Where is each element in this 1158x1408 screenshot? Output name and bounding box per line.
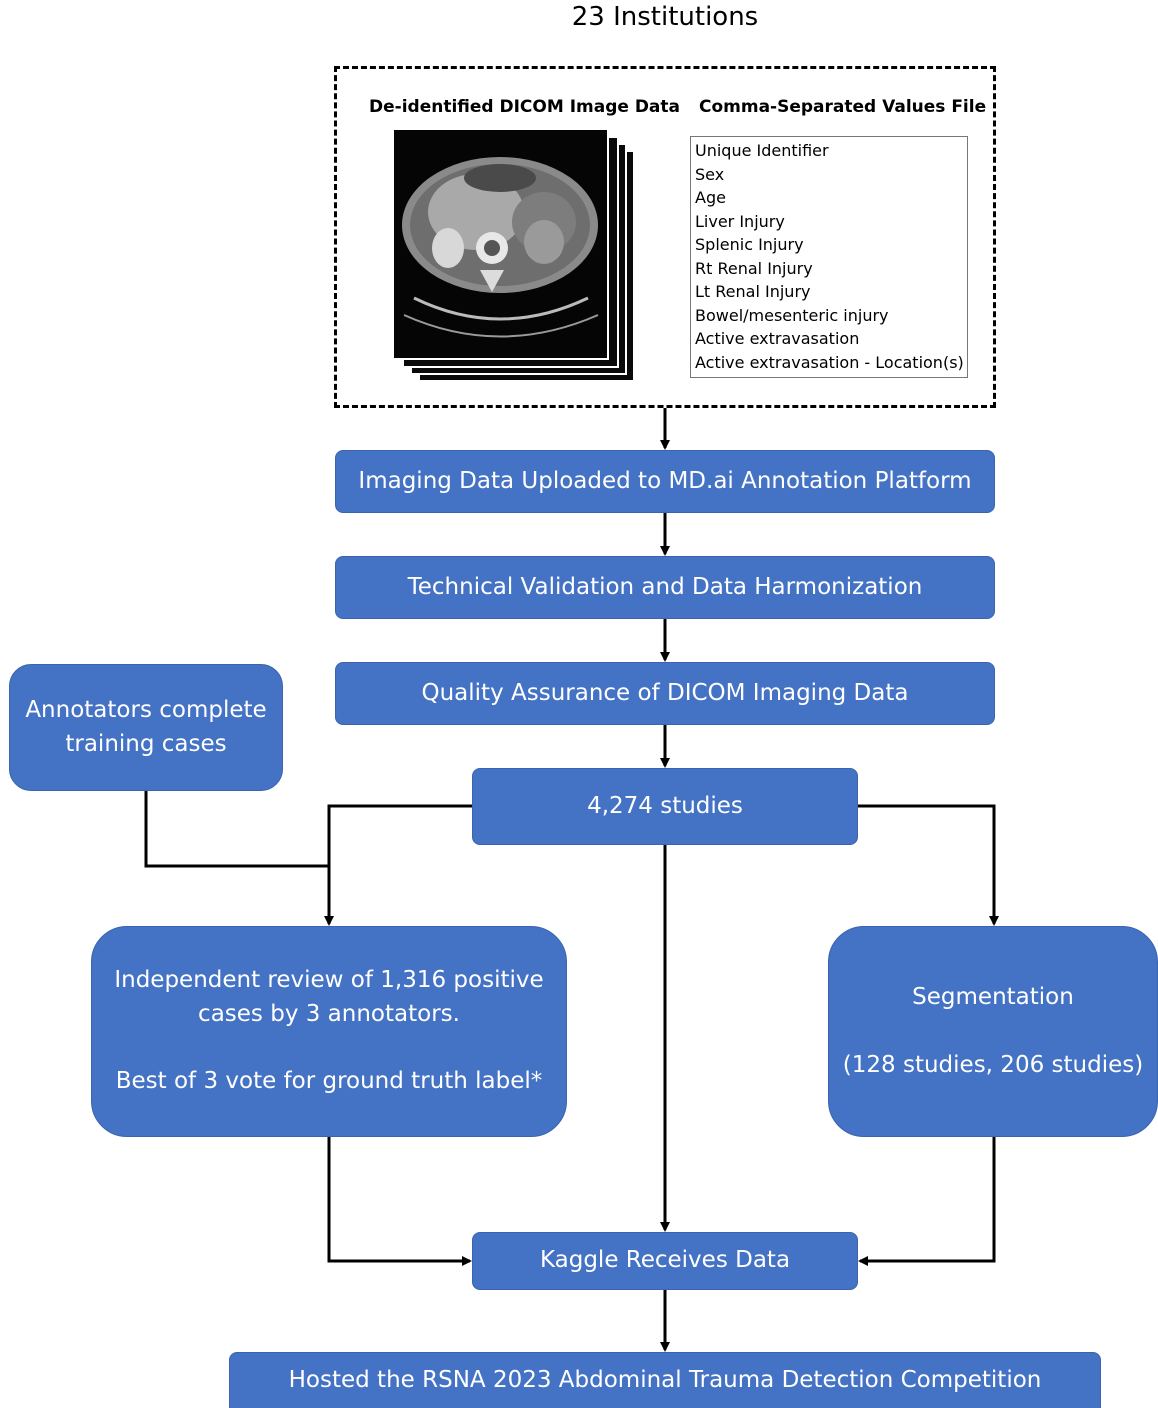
review-label-line: Best of 3 vote for ground truth label*: [115, 1068, 543, 1095]
ct-slice-front: [392, 128, 609, 360]
ct-scan-image: [394, 130, 607, 358]
hosted-label: Hosted the RSNA 2023 Abdominal Trauma De…: [288, 1366, 1042, 1393]
validation-step-box: Technical Validation and Data Harmonizat…: [335, 556, 995, 619]
kaggle-label: Kaggle Receives Data: [539, 1247, 791, 1274]
segmentation-label: Segmentation: [912, 984, 1074, 1011]
csv-field: Sex: [695, 164, 725, 184]
training-label-line: training cases: [65, 730, 227, 757]
review-box: Independent review of 1,316 positive cas…: [91, 926, 567, 1137]
kaggle-box: Kaggle Receives Data: [472, 1232, 858, 1290]
arrow-segmentation-to-kaggle: [858, 1137, 996, 1266]
segmentation-box: Segmentation (128 studies, 206 studies): [828, 926, 1158, 1137]
training-box: Annotators complete training cases: [9, 664, 283, 791]
csv-field: Bowel/mesenteric injury: [695, 305, 889, 325]
csv-field: Active extravasation: [695, 329, 860, 348]
arrow-studies-to-segmentation: [858, 804, 999, 926]
arrow-review-to-kaggle: [327, 1137, 472, 1266]
training-label-line: Annotators complete: [25, 697, 267, 724]
studies-box: 4,274 studies: [472, 768, 858, 845]
diagram-title: 23 Institutions: [571, 2, 759, 32]
hosted-box: Hosted the RSNA 2023 Abdominal Trauma De…: [229, 1352, 1101, 1408]
csv-field: Age: [695, 188, 726, 207]
qa-step-label: Quality Assurance of DICOM Imaging Data: [421, 679, 909, 706]
validation-step-label: Technical Validation and Data Harmonizat…: [407, 573, 923, 600]
review-label-line: Independent review of 1,316 positive: [114, 967, 544, 994]
upload-step-label: Imaging Data Uploaded to MD.ai Annotatio…: [358, 467, 972, 494]
dicom-header: De-identified DICOM Image Data: [369, 97, 681, 117]
csv-field: Active extravasation - Location(s): [695, 352, 964, 372]
qa-step-box: Quality Assurance of DICOM Imaging Data: [335, 662, 995, 725]
segmentation-counts: (128 studies, 206 studies): [842, 1051, 1144, 1078]
csv-field: Unique Identifier: [695, 141, 829, 160]
csv-field: Rt Renal Injury: [695, 258, 813, 278]
studies-label: 4,274 studies: [587, 792, 743, 819]
csv-header: Comma-Separated Values File: [699, 97, 987, 117]
csv-field: Splenic Injury: [695, 235, 804, 254]
upload-step-box: Imaging Data Uploaded to MD.ai Annotatio…: [335, 450, 995, 513]
review-label-line: cases by 3 annotators.: [198, 1000, 460, 1027]
arrow-studies-to-review: [324, 804, 472, 926]
csv-field: Lt Renal Injury: [695, 282, 811, 301]
line-training-to-review: [144, 791, 329, 868]
csv-field-list: Unique Identifier Sex Age Liver Injury S…: [690, 136, 968, 378]
csv-field: Liver Injury: [695, 211, 785, 231]
institution-data-container: [334, 66, 996, 408]
